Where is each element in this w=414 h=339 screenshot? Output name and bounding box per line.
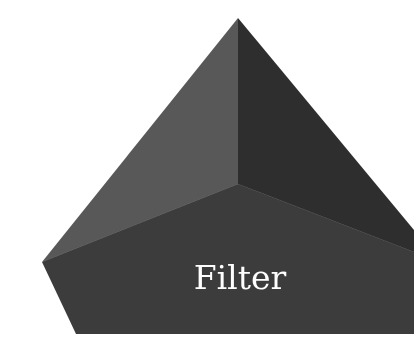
filter-label: Filter: [194, 258, 287, 297]
